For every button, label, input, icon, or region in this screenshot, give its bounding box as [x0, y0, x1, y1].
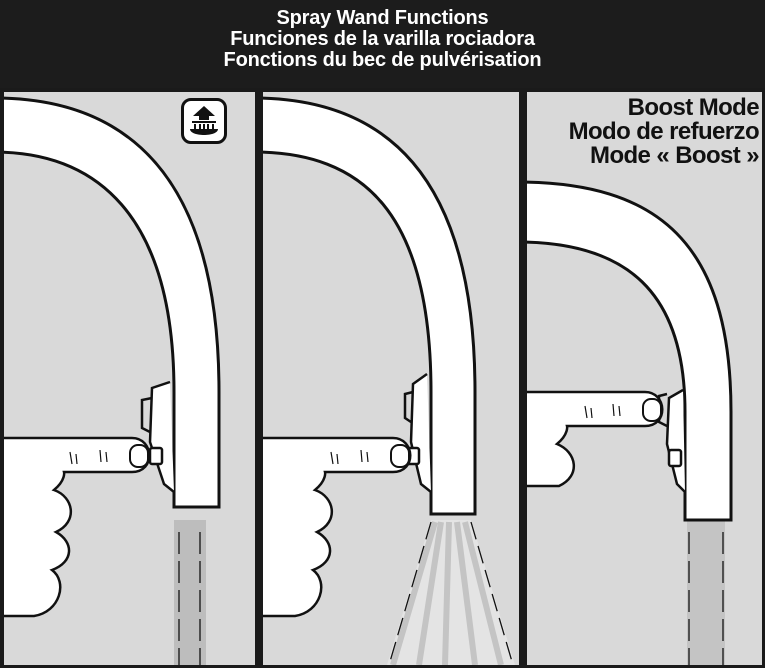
boost-label-spanish: Modo de refuerzo	[569, 120, 759, 144]
panel-stream-mode	[4, 92, 255, 665]
fingernail	[130, 445, 148, 467]
boost-label-french: Mode « Boost »	[569, 144, 759, 168]
boost-label-english: Boost Mode	[569, 96, 759, 120]
title-banner: Spray Wand Functions Funciones de la var…	[0, 0, 765, 88]
title-french: Fonctions du bec de pulvérisation	[0, 50, 765, 71]
spray-mode-illustration	[263, 92, 519, 665]
fingernail	[643, 399, 661, 421]
spray-wand-housing	[411, 374, 431, 492]
boost-mode-label: Boost Mode Modo de refuerzo Mode « Boost…	[569, 96, 759, 168]
water-stream	[687, 520, 725, 665]
panel-spray-mode	[263, 92, 519, 665]
panel-boost-mode: Boost Mode Modo de refuerzo Mode « Boost…	[527, 92, 762, 665]
title-spanish: Funciones de la varilla rociadora	[0, 29, 765, 50]
hand-pressing	[4, 438, 149, 616]
fingernail	[391, 445, 409, 467]
hand-pressing	[527, 392, 662, 486]
stream-mode-illustration	[4, 92, 255, 665]
title-english: Spray Wand Functions	[0, 0, 765, 29]
spray-mode-icon	[181, 98, 227, 144]
spray-wand-housing	[667, 390, 685, 492]
hand-pressing	[263, 438, 410, 616]
boost-mode-illustration	[527, 92, 762, 665]
spray-wand-housing	[150, 382, 174, 492]
mode-toggle-button	[150, 448, 162, 464]
mode-toggle-button	[669, 450, 681, 466]
